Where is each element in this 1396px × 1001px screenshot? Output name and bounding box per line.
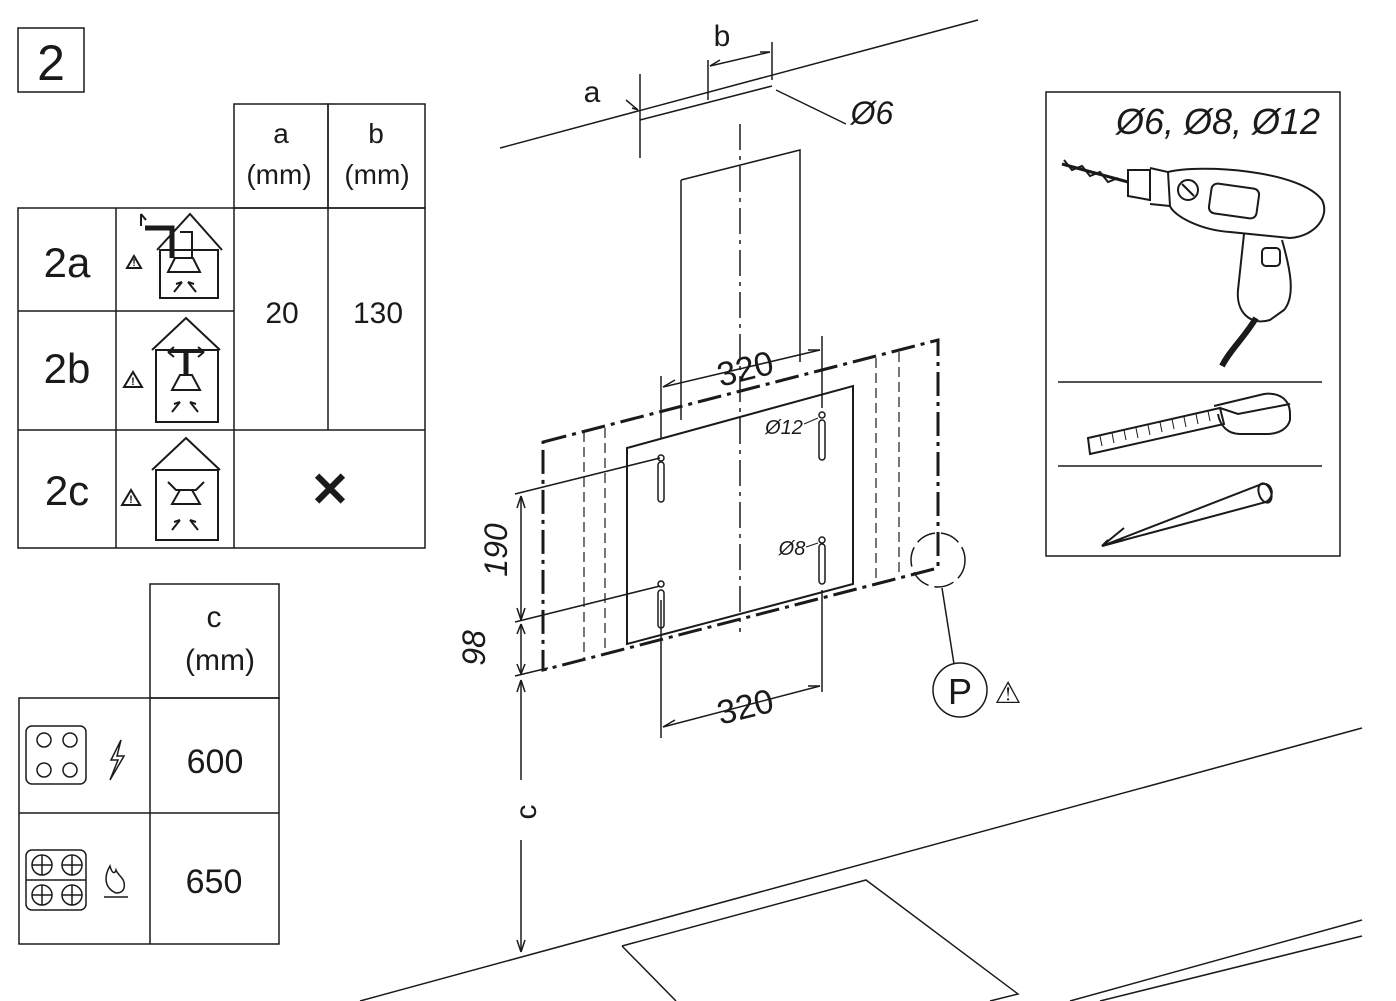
value-a: 20 [265, 297, 298, 330]
mounting-slots [657, 411, 826, 629]
svg-text:!: ! [132, 258, 135, 269]
label-screw-hole: Ø6 [850, 95, 894, 131]
flame-icon [104, 864, 128, 898]
ceiling-edge [499, 19, 979, 149]
lightning-icon [109, 739, 126, 781]
value-b: 130 [353, 297, 403, 330]
dimension-c [516, 679, 526, 953]
dimension-top-320 [660, 336, 823, 438]
hood-side-lines [583, 352, 900, 660]
pencil-icon [1101, 482, 1273, 547]
label-c: c [510, 805, 543, 820]
electric-hob-icon [25, 725, 87, 785]
header-c-unit: (mm) [185, 644, 255, 677]
screw-hole-leader [775, 89, 847, 125]
gas-hob-icon [25, 849, 87, 911]
drill-sizes: Ø6, Ø8, Ø12 [1115, 101, 1320, 142]
label-vertical-98: 98 [456, 630, 492, 666]
header-a-letter: a [273, 118, 289, 149]
label-hole-12: Ø12 [764, 417, 803, 439]
table-ab: a (mm) b (mm) 2a 2b 2c 20 130 ✕ ! ! [17, 103, 426, 549]
hood-duct-out-icon: ! [125, 212, 223, 299]
detail-p [910, 532, 988, 718]
label-a: a [584, 76, 601, 109]
label-b: b [714, 20, 731, 53]
step-number: 2 [37, 35, 65, 91]
hood-filter-icon: ! [120, 436, 221, 541]
mounting-frame [626, 384, 854, 646]
worktop [359, 727, 1363, 1001]
wall-mounting-drawing: a b Ø6 [359, 19, 1363, 1001]
tape-measure-icon [1086, 392, 1291, 456]
dimension-a [625, 74, 641, 158]
dimension-b [707, 42, 773, 100]
drill-icon [1061, 159, 1326, 368]
dimension-vertical [514, 457, 661, 677]
hood-outline [541, 338, 940, 672]
header-b-unit: (mm) [344, 159, 409, 190]
hood-recirculation-icon: ! [122, 316, 221, 423]
row-label-2b: 2b [44, 345, 91, 392]
header-a-unit: (mm) [246, 159, 311, 190]
row-label-2c: 2c [45, 467, 89, 514]
svg-text:!: ! [131, 376, 135, 388]
svg-text:!: ! [129, 494, 133, 506]
label-bottom-width: 320 [713, 682, 777, 733]
value-c-electric: 600 [187, 743, 244, 781]
value-c-gas: 650 [186, 863, 243, 901]
label-p: P [948, 671, 972, 712]
dimension-bottom-320 [660, 590, 823, 738]
label-hole-8: Ø8 [778, 538, 806, 560]
row-label-2a: 2a [44, 239, 91, 286]
tools-panel: Ø6, Ø8, Ø12 [1045, 91, 1341, 557]
warning-icon: ⚠ [995, 677, 1022, 710]
header-c-letter: c [207, 601, 222, 634]
label-top-width: 320 [713, 344, 777, 395]
step-number-box: 2 [17, 27, 85, 93]
label-vertical-190: 190 [478, 523, 514, 577]
chimney-outline [680, 149, 801, 420]
header-b-letter: b [368, 118, 384, 149]
table-c: c (mm) 600 650 [18, 583, 280, 945]
not-applicable-mark: ✕ [310, 464, 350, 517]
